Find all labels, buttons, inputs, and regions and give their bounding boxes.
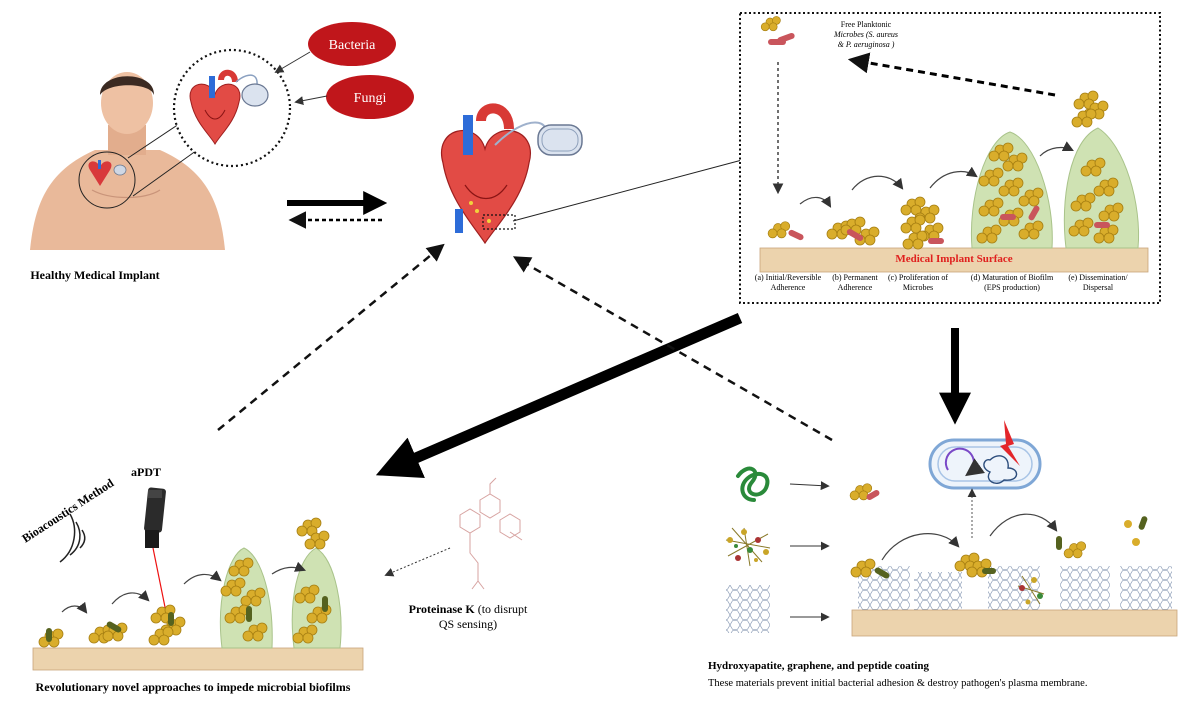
stage-b-caption-line2: Adherence — [838, 283, 873, 292]
novel-to-heart-arrow — [217, 243, 445, 431]
molecule-icon — [459, 477, 523, 590]
zoom-circle-small — [78, 151, 136, 209]
bacterial-cell-icon — [928, 438, 1042, 490]
stage-a-caption-line1: (a) Initial/Reversible — [755, 273, 822, 282]
coating-description: These materials prevent initial bacteria… — [708, 678, 1087, 689]
novel-approaches-caption: Revolutionary novel approaches to impede… — [36, 680, 351, 694]
healthy-implant-caption: Healthy Medical Implant — [30, 268, 159, 282]
flashlight-icon — [144, 487, 166, 548]
coating-to-heart-arrow — [512, 256, 833, 442]
implant-surface-label: Medical Implant Surface — [895, 253, 1012, 265]
laser-beam — [152, 547, 167, 613]
novel-surface — [32, 647, 364, 671]
bacteria-label: Bacteria — [329, 38, 376, 53]
stage-a-illustration — [767, 221, 804, 241]
fungi-arrow — [294, 95, 328, 106]
stage-d-caption-line2: (EPS production) — [984, 283, 1040, 292]
stage-e-illustration — [1063, 127, 1140, 249]
stage-d-illustration — [970, 131, 1053, 249]
pacemaker-icon — [241, 83, 269, 107]
fungi-badge: Fungi — [326, 75, 414, 119]
stage-d-caption-line1: (d) Maturation of Biofilm — [971, 273, 1054, 282]
stage-b-illustration — [826, 216, 880, 246]
planktonic-label-line3: & P. aeruginosa ) — [838, 40, 895, 49]
bacteria-arrow — [274, 51, 311, 73]
proteinase-bold: Proteinase K — [409, 602, 476, 616]
stage-c-caption-line1: (c) Proliferation of — [888, 273, 948, 282]
pacemaker-device-icon — [537, 124, 583, 156]
planktonic-microbes-icon — [760, 16, 795, 45]
stage-e-caption-line2: Dispersal — [1083, 283, 1114, 292]
sound-waves-icon — [59, 513, 86, 563]
graphene-lattice-icon — [726, 585, 770, 633]
planktonic-label-line1: Free Planktonic — [841, 20, 892, 29]
peptide-icon — [736, 466, 770, 502]
embedded-hydroxyapatite — [1017, 575, 1045, 605]
small-heart-icon — [88, 160, 112, 186]
stage-c-caption-line2: Microbes — [903, 283, 933, 292]
coated-surface — [851, 609, 1178, 637]
heart-with-pacemaker-icon — [440, 103, 548, 245]
heart-icon — [189, 69, 241, 145]
bioacoustics-label: Bioacoustics Method — [19, 476, 116, 546]
coating-microbes — [849, 483, 1148, 579]
stage-c-illustration — [900, 196, 944, 250]
proteinase-label-line1: Proteinase K (to disrupt — [409, 602, 528, 616]
coating-title: Hydroxyapatite, graphene, and peptide co… — [708, 660, 930, 672]
molecule-arrow — [384, 547, 451, 577]
bacteria-badge: Bacteria — [308, 22, 396, 66]
zoom-connector-line — [512, 159, 743, 222]
apdt-label: aPDT — [131, 465, 161, 479]
hydroxyapatite-icon — [725, 527, 771, 567]
dispersal-return-arrow — [847, 52, 1056, 97]
peptide-arrow — [789, 481, 830, 491]
novel-biofilm-stages — [38, 517, 342, 649]
stage-e-caption-line1: (e) Dissemination/ — [1068, 273, 1128, 282]
thick-diagonal-arrow — [375, 312, 743, 478]
planktonic-label-line2: Microbes (S. aureus — [833, 30, 898, 39]
fungi-label: Fungi — [354, 91, 387, 106]
stage-a-caption-line2: Adherence — [771, 283, 806, 292]
lightning-icon — [1000, 420, 1020, 466]
stage-b-caption-line1: (b) Permanent — [832, 273, 878, 282]
proteinase-label-line2: QS sensing) — [439, 617, 497, 631]
implant-surface — [759, 247, 1149, 273]
proteinase-rest: (to disrupt — [475, 602, 528, 616]
stage-captions: (a) Initial/Reversible Adherence (b) Per… — [755, 273, 1129, 292]
